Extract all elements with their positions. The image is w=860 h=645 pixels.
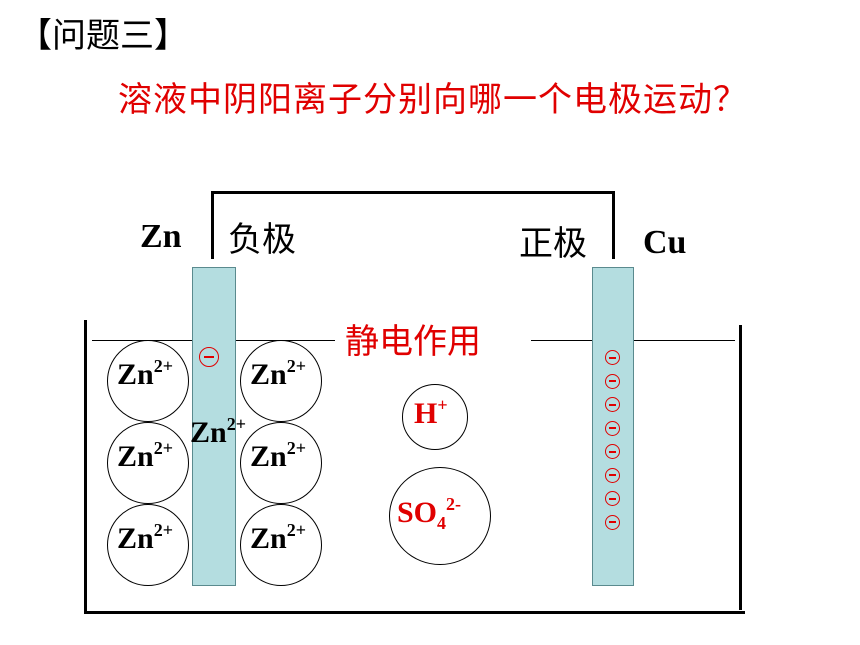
zinc-ion-circle xyxy=(240,340,322,422)
wire-top xyxy=(211,191,615,194)
hydrogen-ion-circle xyxy=(402,384,468,450)
electron-minus-icon xyxy=(605,350,620,365)
question-text: 溶液中阴阳离子分别向哪一个电极运动？ xyxy=(118,80,748,120)
electron-minus-icon xyxy=(605,467,620,483)
zinc-electrode xyxy=(192,267,236,586)
zinc-ion-circle xyxy=(107,422,189,504)
zinc-ion-circle xyxy=(240,422,322,504)
zinc-ion-label: Zn2+ xyxy=(250,356,306,391)
beaker-right-wall xyxy=(739,325,742,610)
electron-minus-icon xyxy=(605,444,620,459)
hydrogen-ion-label: H+ xyxy=(414,395,448,430)
interaction-label: 静电作用 xyxy=(345,322,481,362)
zinc-ion-leaving-label: Zn2+ xyxy=(190,414,246,449)
slide-title: 【问题三】 xyxy=(18,16,188,56)
electron-minus-icon xyxy=(605,373,620,389)
beaker-left-wall xyxy=(84,320,87,613)
electron-minus-icon xyxy=(605,420,620,436)
zinc-ion-label: Zn2+ xyxy=(250,438,306,473)
electron-minus-icon xyxy=(605,397,620,412)
zinc-ion-circle xyxy=(107,340,189,422)
anode-label: 负极 xyxy=(228,220,296,260)
electron-minus-icon xyxy=(605,491,620,506)
zinc-ion-label: Zn2+ xyxy=(117,438,173,473)
electron-minus-icon xyxy=(199,347,219,367)
electron-minus-icon xyxy=(605,514,620,530)
wire-left xyxy=(211,191,214,259)
zinc-ion-label: Zn2+ xyxy=(117,356,173,391)
zinc-ion-circle xyxy=(107,504,189,586)
zinc-ion-label: Zn2+ xyxy=(250,520,306,555)
cathode-metal-label: Cu xyxy=(643,224,687,261)
zinc-ion-circle xyxy=(240,504,322,586)
anode-metal-label: Zn xyxy=(140,218,182,255)
zinc-ion-label: Zn2+ xyxy=(117,520,173,555)
cathode-label: 正极 xyxy=(519,224,587,264)
sulfate-ion-label: SO42- xyxy=(397,494,462,533)
wire-right xyxy=(612,191,615,259)
beaker-bottom xyxy=(84,611,745,614)
sulfate-ion-circle xyxy=(389,467,491,565)
